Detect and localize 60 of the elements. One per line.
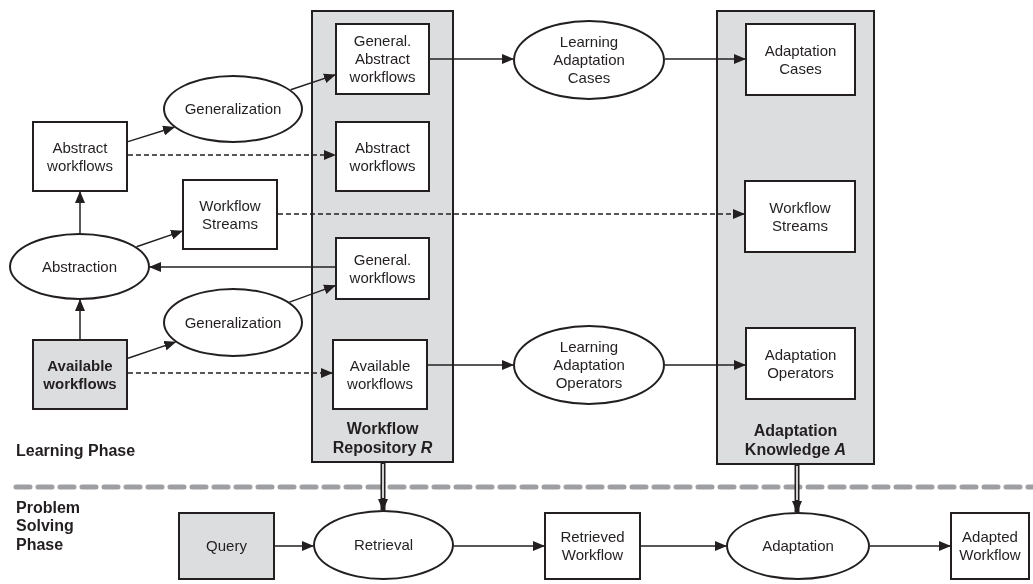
node-label: Abstract workflows bbox=[348, 138, 417, 175]
node-label: Available workflows bbox=[42, 356, 118, 393]
process-box bbox=[744, 180, 856, 253]
process-box bbox=[950, 512, 1030, 580]
double-line-arrow bbox=[378, 463, 388, 511]
node-label: General. Abstract workflows bbox=[348, 32, 417, 86]
node-label: Learning Adaptation Cases bbox=[552, 33, 626, 87]
node-label: Abstract workflows bbox=[46, 138, 114, 175]
node-label: Available workflows bbox=[346, 356, 414, 393]
input-box bbox=[178, 512, 275, 580]
process-box bbox=[32, 121, 128, 192]
panel-title: Workflow Repository R bbox=[331, 420, 434, 457]
node-label: Adaptation Operators bbox=[763, 345, 838, 382]
arrow bbox=[640, 541, 727, 551]
node-label: Workflow Streams bbox=[768, 198, 832, 235]
arrow bbox=[289, 73, 336, 91]
phase-label: Learning Phase bbox=[16, 442, 137, 461]
process-box bbox=[332, 339, 428, 410]
node-label: Learning Adaptation Operators bbox=[552, 338, 626, 392]
arrow bbox=[288, 284, 336, 303]
process-box bbox=[745, 23, 856, 96]
node-label: Adapted Workflow bbox=[958, 528, 1022, 564]
arrow bbox=[453, 541, 545, 551]
arrow bbox=[149, 262, 336, 272]
node-label: General. workflows bbox=[348, 250, 417, 287]
process-box bbox=[182, 179, 278, 250]
input-box bbox=[32, 339, 128, 410]
arrow bbox=[127, 340, 177, 359]
phase-label: Problem Solving Phase bbox=[16, 499, 81, 555]
dashed-arrow bbox=[277, 209, 745, 219]
process-box bbox=[745, 327, 856, 400]
arrow bbox=[75, 191, 85, 234]
dashed-arrow bbox=[127, 368, 333, 378]
arrow bbox=[135, 229, 183, 248]
node-label: Adaptation bbox=[761, 537, 835, 555]
double-line-arrow bbox=[792, 465, 802, 513]
node-label: Retrieved Workflow bbox=[559, 528, 626, 564]
arrow bbox=[75, 299, 85, 340]
dashed-arrow bbox=[127, 150, 336, 160]
node-label: Adaptation Cases bbox=[763, 41, 838, 78]
arrow bbox=[664, 54, 746, 64]
node-label: Workflow Streams bbox=[198, 196, 262, 233]
node-label: Query bbox=[205, 537, 248, 555]
arrow bbox=[664, 360, 746, 370]
repository-panel bbox=[311, 10, 454, 463]
node-label: Generalization bbox=[183, 100, 283, 118]
repository-panel bbox=[716, 10, 875, 465]
arrow bbox=[429, 54, 514, 64]
arrow bbox=[274, 541, 315, 551]
process-box bbox=[335, 23, 430, 95]
node-label: Generalization bbox=[183, 313, 283, 332]
process-box bbox=[335, 121, 430, 192]
node-label: Abstraction bbox=[40, 257, 118, 276]
node-label: Retrieval bbox=[352, 536, 415, 554]
panel-title: Adaptation Knowledge A bbox=[743, 422, 848, 459]
arrow bbox=[127, 125, 175, 143]
arrow bbox=[427, 360, 514, 370]
process-box bbox=[335, 237, 430, 300]
arrow bbox=[869, 541, 951, 551]
process-box bbox=[544, 512, 641, 580]
